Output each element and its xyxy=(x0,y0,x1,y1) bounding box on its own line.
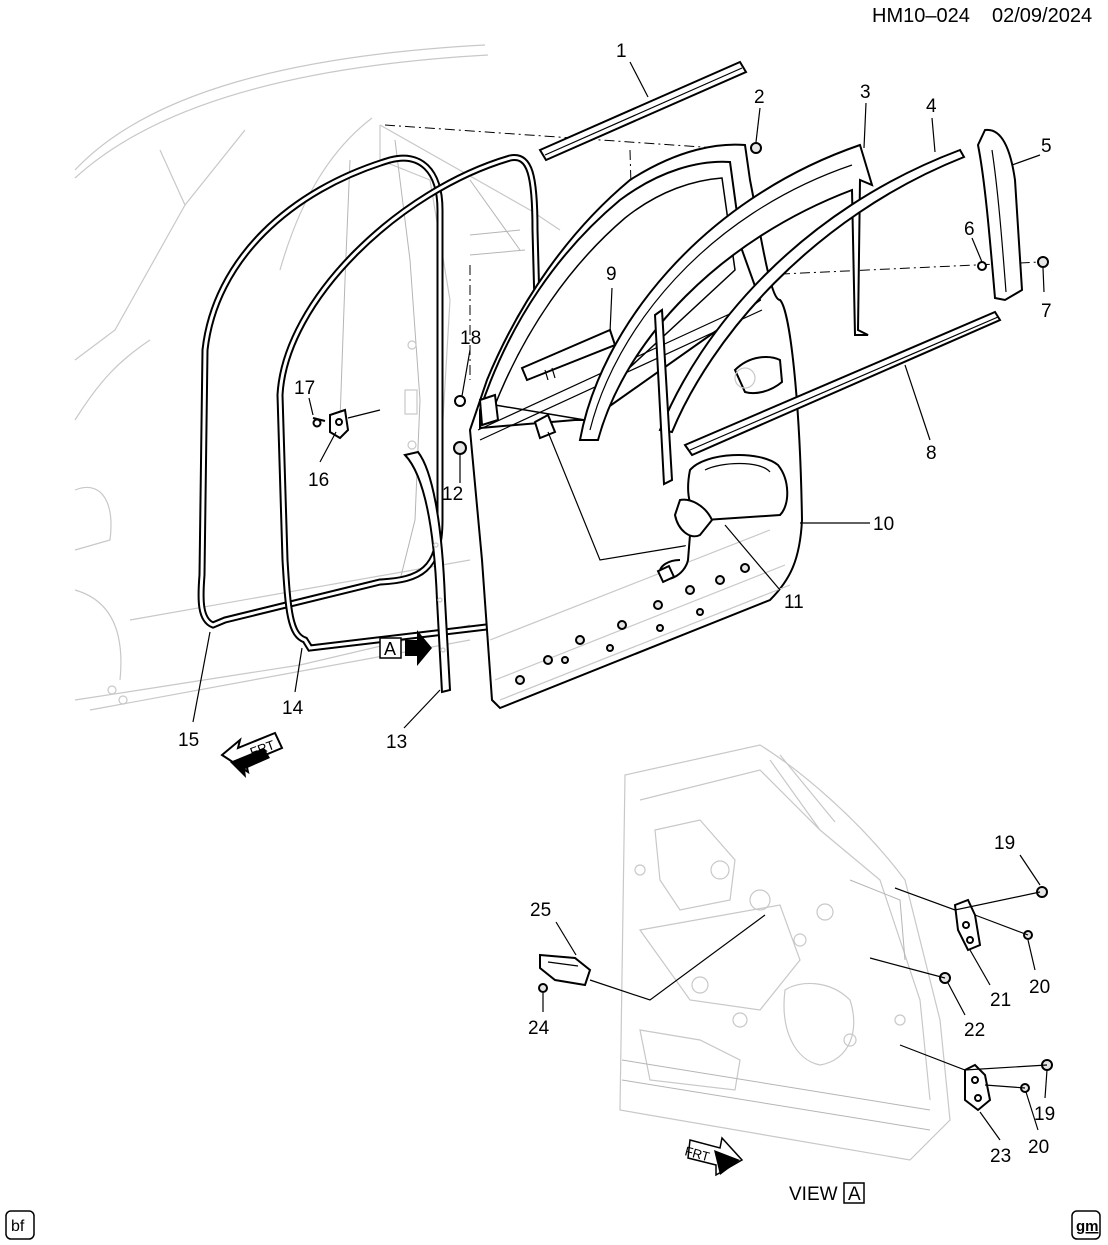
outside-mirror-11 xyxy=(656,453,789,584)
callout-7: 7 xyxy=(1041,301,1052,322)
callout-19-upper: 19 xyxy=(994,833,1015,854)
callout-14: 14 xyxy=(282,698,304,719)
striker-bolt-17 xyxy=(312,417,326,428)
front-label-lower: FRT xyxy=(683,1143,711,1164)
roof-rail-strip-1 xyxy=(538,60,748,162)
door-check-link-25 xyxy=(539,953,592,987)
callout-16: 16 xyxy=(308,470,329,491)
corner-badge-left-text: bf xyxy=(11,1218,25,1235)
gm-logo-icon: gm xyxy=(1071,1210,1101,1240)
door-striker-16 xyxy=(329,408,381,440)
callout-11: 11 xyxy=(784,592,804,613)
callout-leaders xyxy=(192,61,1048,1141)
callout-18: 18 xyxy=(460,328,481,349)
callout-2: 2 xyxy=(754,87,765,108)
diagram-date: 02/09/2024 xyxy=(992,5,1092,27)
callout-13: 13 xyxy=(386,732,407,753)
callout-9: 9 xyxy=(606,264,617,285)
belt-molding-8 xyxy=(683,310,1002,457)
reference-lines xyxy=(384,124,1041,380)
callout-20-lower: 20 xyxy=(1028,1137,1049,1158)
callout-3: 3 xyxy=(860,82,871,103)
view-a-inner-panel-ghost xyxy=(619,744,951,1161)
fastener-2 xyxy=(750,142,762,154)
callout-labels: 1 2 3 4 5 6 7 8 9 10 11 12 13 14 15 16 1… xyxy=(178,41,1055,1167)
callout-15: 15 xyxy=(178,730,199,751)
callout-21: 21 xyxy=(990,990,1011,1011)
callout-23: 23 xyxy=(990,1146,1011,1167)
callout-10: 10 xyxy=(873,514,894,535)
callout-25: 25 xyxy=(530,900,551,921)
callout-24: 24 xyxy=(528,1018,550,1039)
corner-badge-left: bf xyxy=(5,1210,35,1240)
callout-4: 4 xyxy=(926,96,937,117)
view-a-arrow-icon: A xyxy=(379,630,432,666)
fastener-18 xyxy=(454,395,466,407)
check-link-bolt-24 xyxy=(538,983,548,993)
view-a-leaders xyxy=(589,887,1048,1089)
callout-12: 12 xyxy=(442,484,463,505)
division-channel xyxy=(653,308,674,486)
upper-door-hinge-21 xyxy=(953,898,982,952)
hinge-bolt-19-upper xyxy=(1036,886,1048,898)
door-lower-clips xyxy=(515,563,750,685)
front-label-upper: FRT xyxy=(248,737,277,760)
callout-5: 5 xyxy=(1041,136,1052,157)
clip-6 xyxy=(977,261,987,271)
door-edge-seal-13 xyxy=(403,450,452,694)
front-direction-arrow-icon: FRT xyxy=(220,731,284,778)
view-caption-prefix: VIEW xyxy=(789,1184,838,1205)
callout-8: 8 xyxy=(926,443,937,464)
callout-6: 6 xyxy=(964,219,975,240)
view-a-caption: VIEW A xyxy=(789,1182,865,1205)
callout-17: 17 xyxy=(294,378,315,399)
callout-20-upper: 20 xyxy=(1029,977,1050,998)
view-caption-ref: A xyxy=(848,1184,861,1205)
lower-door-hinge-23 xyxy=(964,1063,992,1112)
front-direction-arrow-lower-icon: FRT xyxy=(683,1136,744,1177)
window-run-channel-3 xyxy=(578,143,874,441)
fastener-7 xyxy=(1037,256,1049,268)
door-opening-seal-15 xyxy=(197,154,444,629)
callout-19-lower: 19 xyxy=(1034,1104,1055,1125)
window-trim-9 xyxy=(520,328,617,382)
fastener-12 xyxy=(453,441,467,455)
pillar-applique-5 xyxy=(976,128,1024,302)
callout-22: 22 xyxy=(964,1020,985,1041)
corner-badge-right-text: gm xyxy=(1076,1218,1099,1235)
diagram-code: HM10–024 xyxy=(872,5,970,27)
callout-1: 1 xyxy=(616,41,627,62)
belt-strip-4 xyxy=(658,148,966,434)
view-a-ref-upper: A xyxy=(384,639,396,659)
